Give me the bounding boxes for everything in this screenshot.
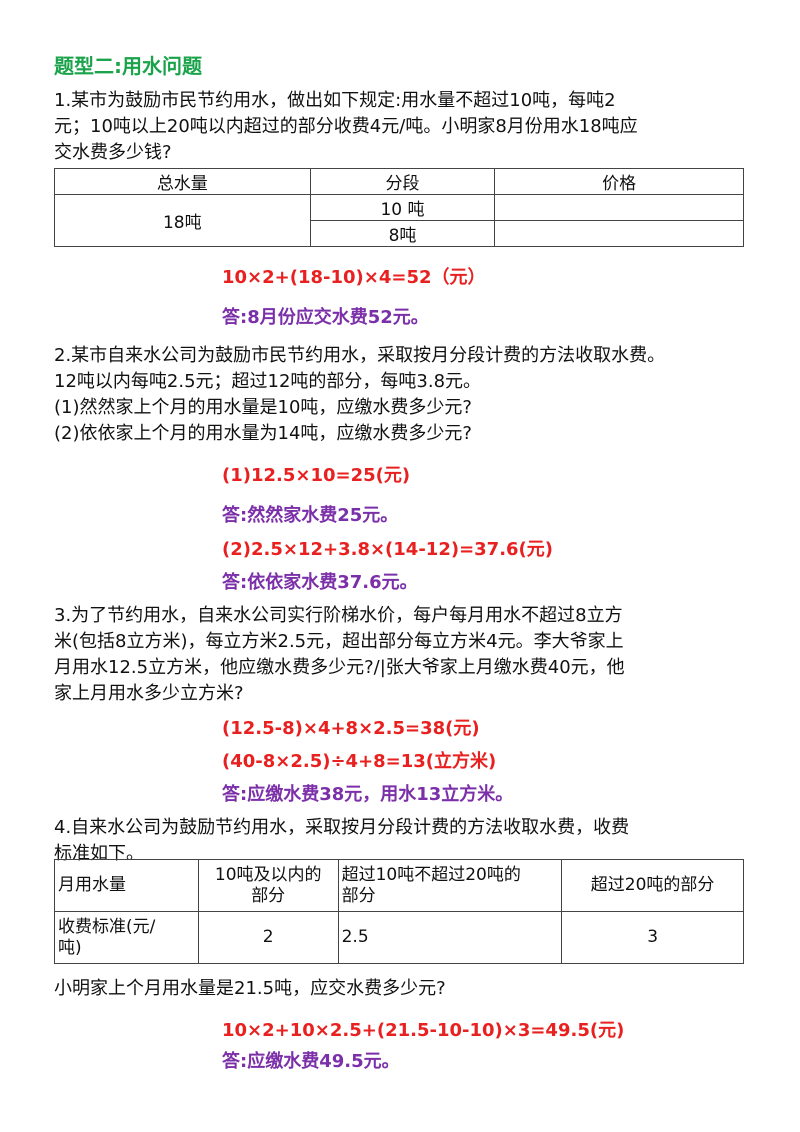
q1-header-price: 价格 <box>494 168 744 195</box>
q2-answer-2: 答:依依家水费37.6元。 <box>222 572 418 593</box>
q1-total-cell: 18吨 <box>54 194 311 247</box>
q1-price-1 <box>494 194 744 221</box>
q2-line-2: 12吨以内每吨2.5元；超过12吨的部分，每吨3.8元。 <box>54 371 482 392</box>
q1-answer: 答:8月份应交水费52元。 <box>222 307 429 328</box>
q4-header-tier2-line2: 部分 <box>341 885 376 906</box>
q3-formula-1: (12.5-8)×4+8×2.5=38(元) <box>222 718 480 739</box>
q4-header-tier1-line2: 部分 <box>251 885 286 906</box>
q3-line-3: 月用水12.5立方米，他应缴水费多少元?/|张大爷家上月缴水费40元，他 <box>54 657 625 678</box>
q2-line-3: (1)然然家上个月的用水量是10吨，应缴水费多少元? <box>54 397 472 418</box>
q4-formula: 10×2+10×2.5+(21.5-10-10)×3=49.5(元) <box>222 1020 625 1041</box>
q2-formula-1: (1)12.5×10=25(元) <box>222 465 411 486</box>
q2-answer-1: 答:然然家水费25元。 <box>222 505 399 526</box>
q4-question: 小明家上个月用水量是21.5吨，应交水费多少元? <box>54 978 446 999</box>
q1-table: 总水量 分段 价格 18吨 10 吨 8吨 <box>54 168 744 247</box>
q4-rate-label: 收费标准(元/ 吨) <box>54 911 199 964</box>
q1-formula: 10×2+(18-10)×4=52（元） <box>222 267 486 288</box>
q1-line-3: 交水费多少钱? <box>54 142 172 163</box>
q4-table: 月用水量 10吨及以内的 部分 超过10吨不超过20吨的 部分 超过20吨的部分… <box>54 859 744 964</box>
q2-line-4: (2)依依家上个月的用水量为14吨，应缴水费多少元? <box>54 423 472 444</box>
q4-header-tier2: 超过10吨不超过20吨的 部分 <box>337 859 563 912</box>
q4-header-tier2-line1: 超过10吨不超过20吨的 <box>341 864 521 885</box>
q4-rate-label-line2: 吨) <box>58 937 82 958</box>
q1-header-segment: 分段 <box>309 168 496 195</box>
q1-price-2 <box>494 220 744 247</box>
q4-header-usage: 月用水量 <box>54 859 199 912</box>
q4-answer: 答:应缴水费49.5元。 <box>222 1051 400 1072</box>
q1-line-2: 元；10吨以上20吨以内超过的部分收费4元/吨。小明家8月份用水18吨应 <box>54 116 638 137</box>
q4-header-tier1: 10吨及以内的 部分 <box>197 859 339 912</box>
q4-rate-tier3: 3 <box>561 911 744 964</box>
q1-segment-1: 10 吨 <box>309 194 496 221</box>
q4-rate-label-line1: 收费标准(元/ <box>58 916 156 937</box>
q4-header-tier1-line1: 10吨及以内的 <box>214 864 322 885</box>
q3-line-1: 3.为了节约用水，自来水公司实行阶梯水价，每户每月用水不超过8立方 <box>54 605 623 626</box>
q4-rate-tier1: 2 <box>197 911 339 964</box>
q4-line-2: 标准如下。 <box>54 843 144 864</box>
q3-answer: 答:应缴水费38元，用水13立方米。 <box>222 784 514 805</box>
q2-formula-2: (2)2.5×12+3.8×(14-12)=37.6(元) <box>222 539 554 560</box>
q4-line-1: 4.自来水公司为鼓励节约用水，采取按月分段计费的方法收取水费，收费 <box>54 817 630 838</box>
section-title: 题型二:用水问题 <box>54 54 202 78</box>
q4-header-tier3: 超过20吨的部分 <box>561 859 744 912</box>
q2-line-1: 2.某市自来水公司为鼓励市民节约用水，采取按月分段计费的方法收取水费。 <box>54 345 666 366</box>
q3-line-2: 米(包括8立方米)，每立方米2.5元，超出部分每立方米4元。李大爷家上 <box>54 631 624 652</box>
q3-formula-2: (40-8×2.5)÷4+8=13(立方米) <box>222 751 497 772</box>
q1-segment-2: 8吨 <box>309 220 496 247</box>
q1-line-1: 1.某市为鼓励市民节约用水，做出如下规定:用水量不超过10吨，每吨2 <box>54 90 616 111</box>
q3-line-4: 家上月用水多少立方米? <box>54 683 244 704</box>
q1-header-total: 总水量 <box>54 168 311 195</box>
q4-rate-tier2: 2.5 <box>337 911 563 964</box>
